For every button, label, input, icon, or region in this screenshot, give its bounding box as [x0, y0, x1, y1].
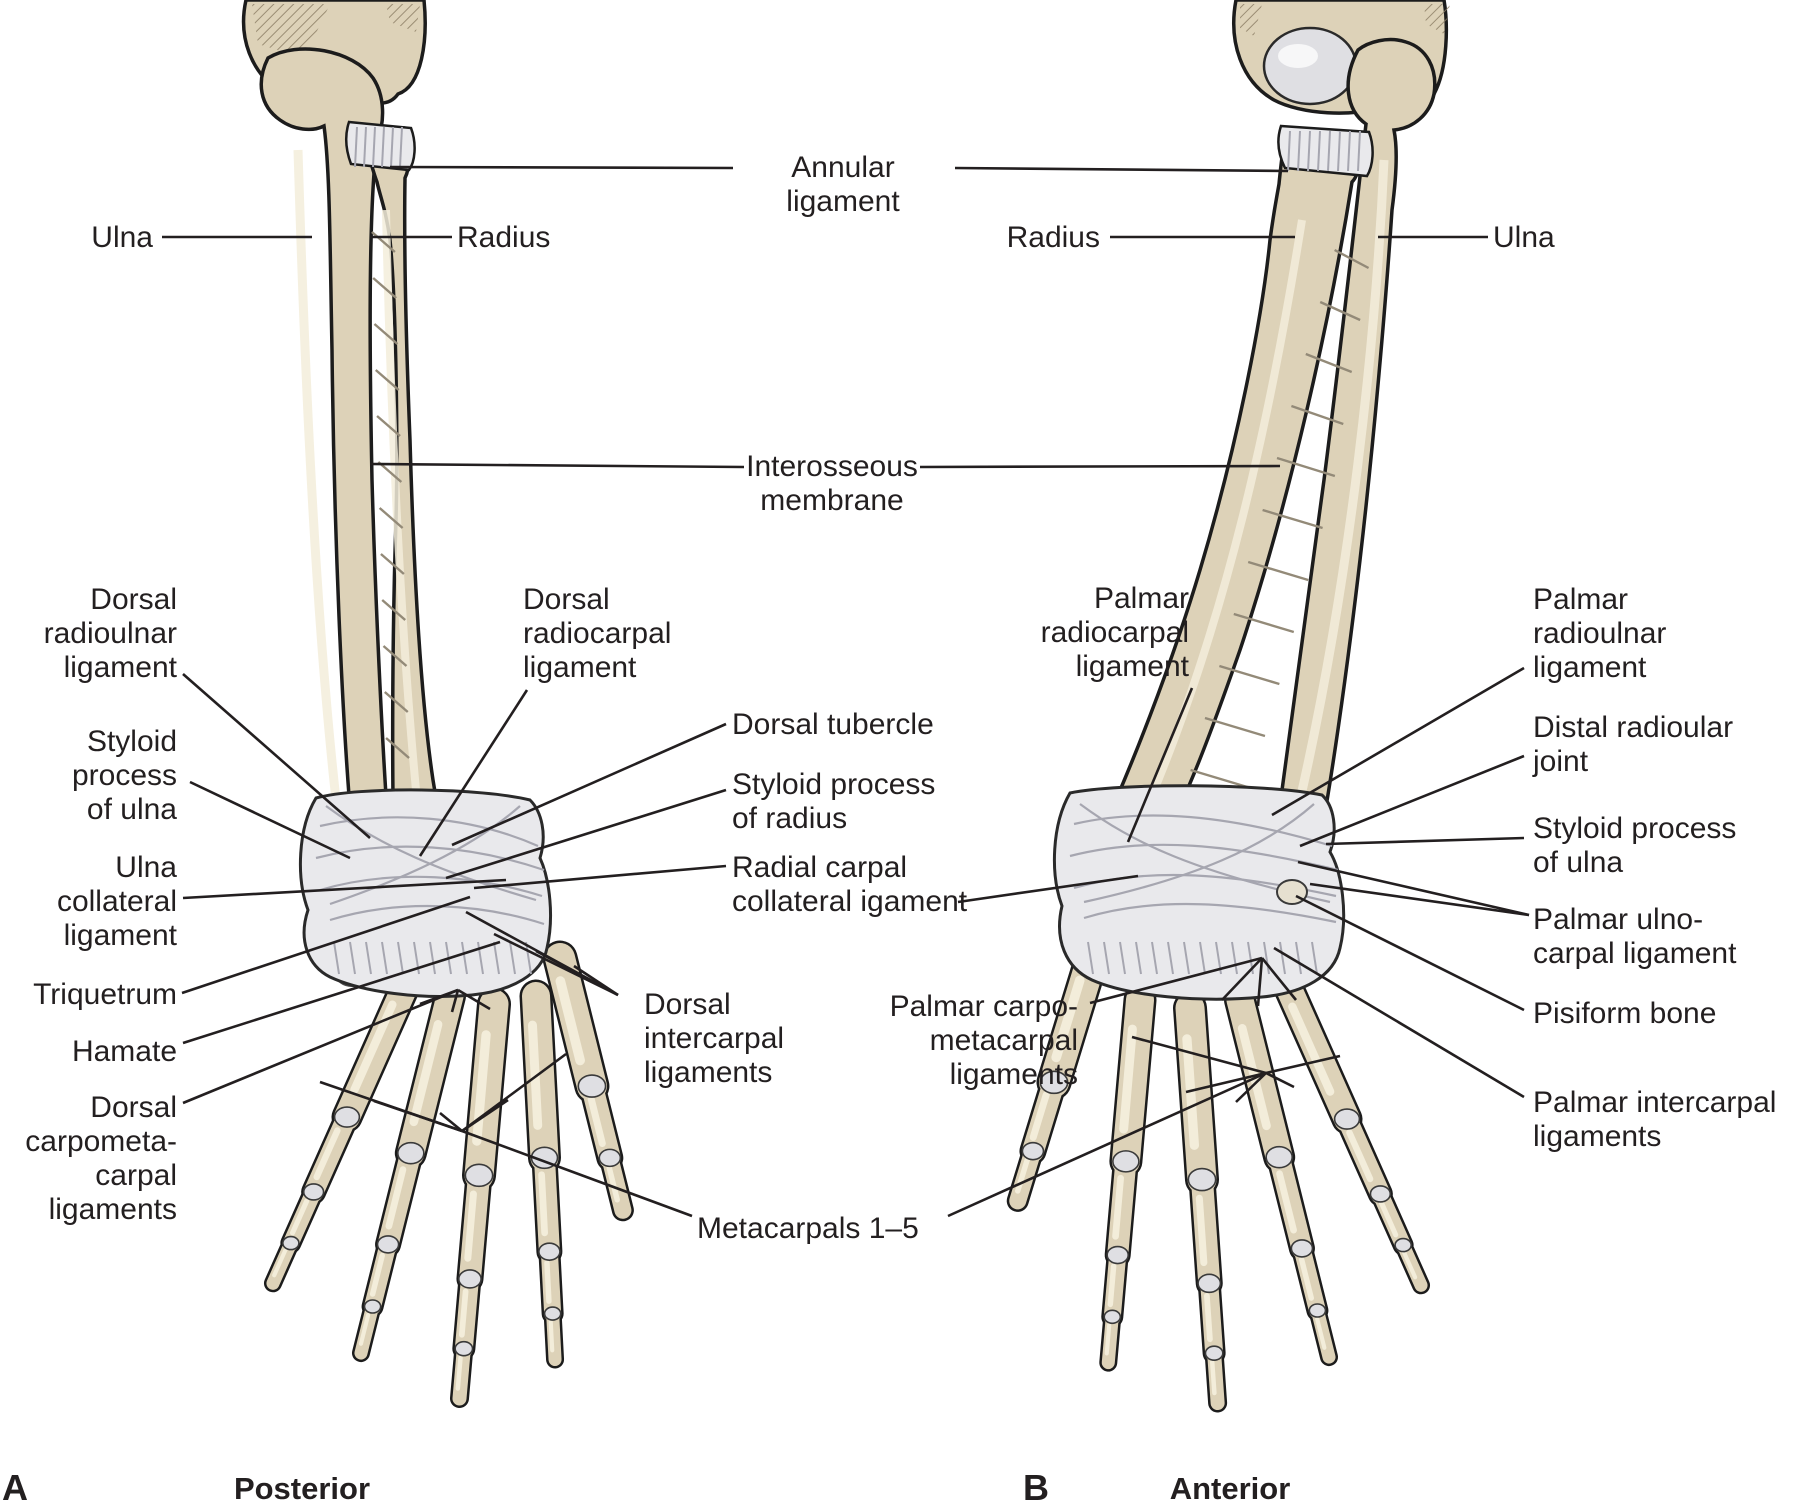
label-ulna-collateral-ligament: Ulna collateral ligament: [56, 851, 177, 952]
label-ulna-a: Ulna: [91, 221, 153, 254]
label-radial-carpal-collateral-ligament: Radial carpal collateral igament: [732, 851, 968, 918]
label-palmar-radiocarpal-ligament: Palmar radiocarpal ligament: [1040, 582, 1189, 683]
panel-caption-anterior: Anterior: [1169, 1471, 1291, 1506]
label-triquetrum: Triquetrum: [33, 978, 177, 1011]
label-interosseous-membrane: Interosseous membrane: [746, 450, 918, 517]
label-palmar-ulnocarpal-ligament: Palmar ulno- carpal ligament: [1533, 903, 1737, 970]
label-radius-b: Radius: [1006, 221, 1100, 254]
label-radius-a: Radius: [457, 221, 551, 254]
label-dorsal-carpometacarpal-ligaments: Dorsal carpometa- carpal ligaments: [25, 1091, 177, 1226]
label-dorsal-radiocarpal-ligament: Dorsal radiocarpal ligament: [523, 583, 672, 684]
label-dorsal-tubercle: Dorsal tubercle: [732, 708, 934, 741]
panel-letter-a: A: [2, 1467, 28, 1508]
label-palmar-radioulnar-ligament: Palmar radioulnar ligament: [1533, 583, 1667, 684]
posterior-skeleton: [241, 0, 634, 1408]
label-dorsal-intercarpal-ligaments: Dorsal intercarpal ligaments: [644, 988, 785, 1089]
anterior-skeleton: [1006, 0, 1450, 1413]
label-metacarpals-1-5: Metacarpals 1–5: [697, 1212, 919, 1245]
label-palmar-intercarpal-ligaments: Palmar intercarpal ligaments: [1533, 1086, 1777, 1153]
label-annular-ligament: Annular ligament: [786, 151, 900, 218]
label-ulna-b: Ulna: [1493, 221, 1555, 254]
label-styloid-process-of-radius: Styloid process of radius: [732, 768, 936, 835]
label-styloid-process-of-ulna-b: Styloid process of ulna: [1533, 812, 1737, 879]
panel-caption-posterior: Posterior: [233, 1471, 371, 1506]
label-distal-radioulnar-joint: Distal radioular joint: [1533, 711, 1734, 778]
label-palmar-carpometacarpal-ligaments: Palmar carpo- metacarpal ligaments: [889, 990, 1078, 1091]
label-pisiform-bone: Pisiform bone: [1533, 997, 1717, 1030]
label-hamate: Hamate: [71, 1035, 177, 1068]
label-styloid-process-of-ulna-a: Styloid process of ulna: [71, 725, 177, 826]
leader-lines: [162, 165, 1530, 1218]
panel-letter-b: B: [1023, 1467, 1049, 1508]
label-dorsal-radioulnar-ligament: Dorsal radioulnar ligament: [43, 583, 177, 684]
